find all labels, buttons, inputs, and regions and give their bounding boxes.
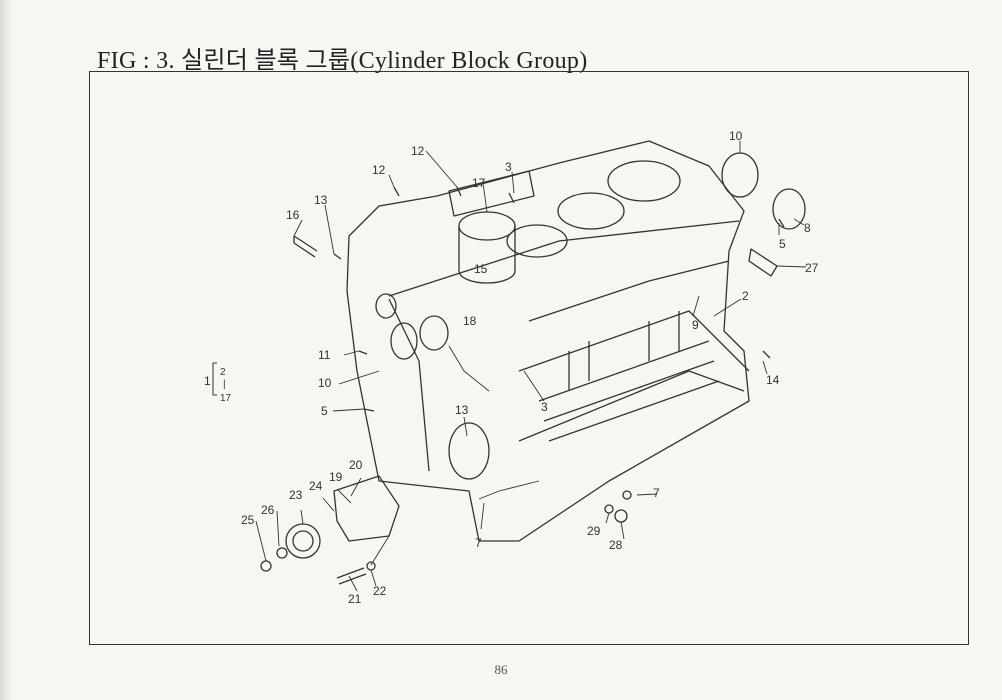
part-label-14: 14 [766, 373, 780, 387]
part-label-20: 20 [349, 458, 363, 472]
part-label-12: 12 [372, 163, 386, 177]
part-label-23: 23 [289, 488, 303, 502]
part-label-15: 15 [474, 262, 488, 276]
part-label-9: 9 [692, 318, 699, 332]
part-label-2: 2 [742, 289, 749, 303]
part-label-13: 13 [314, 193, 328, 207]
part-label-3: 3 [541, 400, 548, 414]
pin-16 [293, 235, 318, 258]
part-label-3: 3 [505, 160, 512, 174]
small-parts-marks [333, 186, 785, 412]
part-label-27: 27 [805, 261, 819, 275]
bolt-28 [614, 509, 628, 523]
assembly-range-end: 17 [220, 393, 232, 404]
plug-7 [622, 490, 632, 500]
part-label-10: 10 [729, 129, 743, 143]
page-title: FIG : 3. 실린더 블록 그룹(Cylinder Block Group) [97, 48, 588, 74]
part-label-21: 21 [348, 592, 362, 606]
plug-8 [772, 188, 806, 230]
plug-10 [721, 152, 759, 198]
part-label-5: 5 [779, 237, 786, 251]
assembly-number: 1 [204, 374, 211, 388]
leader-lines [255, 141, 807, 592]
assembly-range-separator: | [223, 379, 226, 390]
part-label-12: 12 [411, 144, 425, 158]
oil-pump-assembly [260, 475, 400, 585]
assembly-bracket: 1 2 | 17 [204, 367, 232, 404]
cylinder-block-body [346, 140, 750, 542]
part-label-7: 7 [475, 536, 482, 550]
part-label-7: 7 [653, 486, 660, 500]
exploded-view-diagram: 12 12 3 17 10 13 16 8 5 27 15 18 2 9 11 … [204, 129, 819, 606]
oil-switch-27 [748, 248, 778, 277]
diagram-frame [89, 71, 969, 645]
part-label-18: 18 [463, 314, 477, 328]
part-label-16: 16 [286, 208, 300, 222]
part-label-17: 17 [472, 176, 486, 190]
part-labels: 12 12 3 17 10 13 16 8 5 27 15 18 2 9 11 … [241, 129, 819, 606]
part-label-28: 28 [609, 538, 623, 552]
part-label-24: 24 [309, 479, 323, 493]
part-label-5: 5 [321, 404, 328, 418]
part-label-29: 29 [587, 524, 601, 538]
binder-edge [0, 0, 14, 700]
part-label-8: 8 [804, 221, 811, 235]
part-label-19: 19 [329, 470, 343, 484]
page-number: 86 [494, 662, 508, 677]
part-label-11: 11 [318, 348, 331, 362]
assembly-bracket-line [212, 362, 217, 396]
part-label-25: 25 [241, 513, 255, 527]
part-label-22: 22 [373, 584, 387, 598]
assembly-range-start: 2 [220, 367, 226, 378]
part-label-10: 10 [318, 376, 332, 390]
part-label-26: 26 [261, 503, 275, 517]
part-label-13: 13 [455, 403, 469, 417]
washer-29 [604, 504, 614, 514]
